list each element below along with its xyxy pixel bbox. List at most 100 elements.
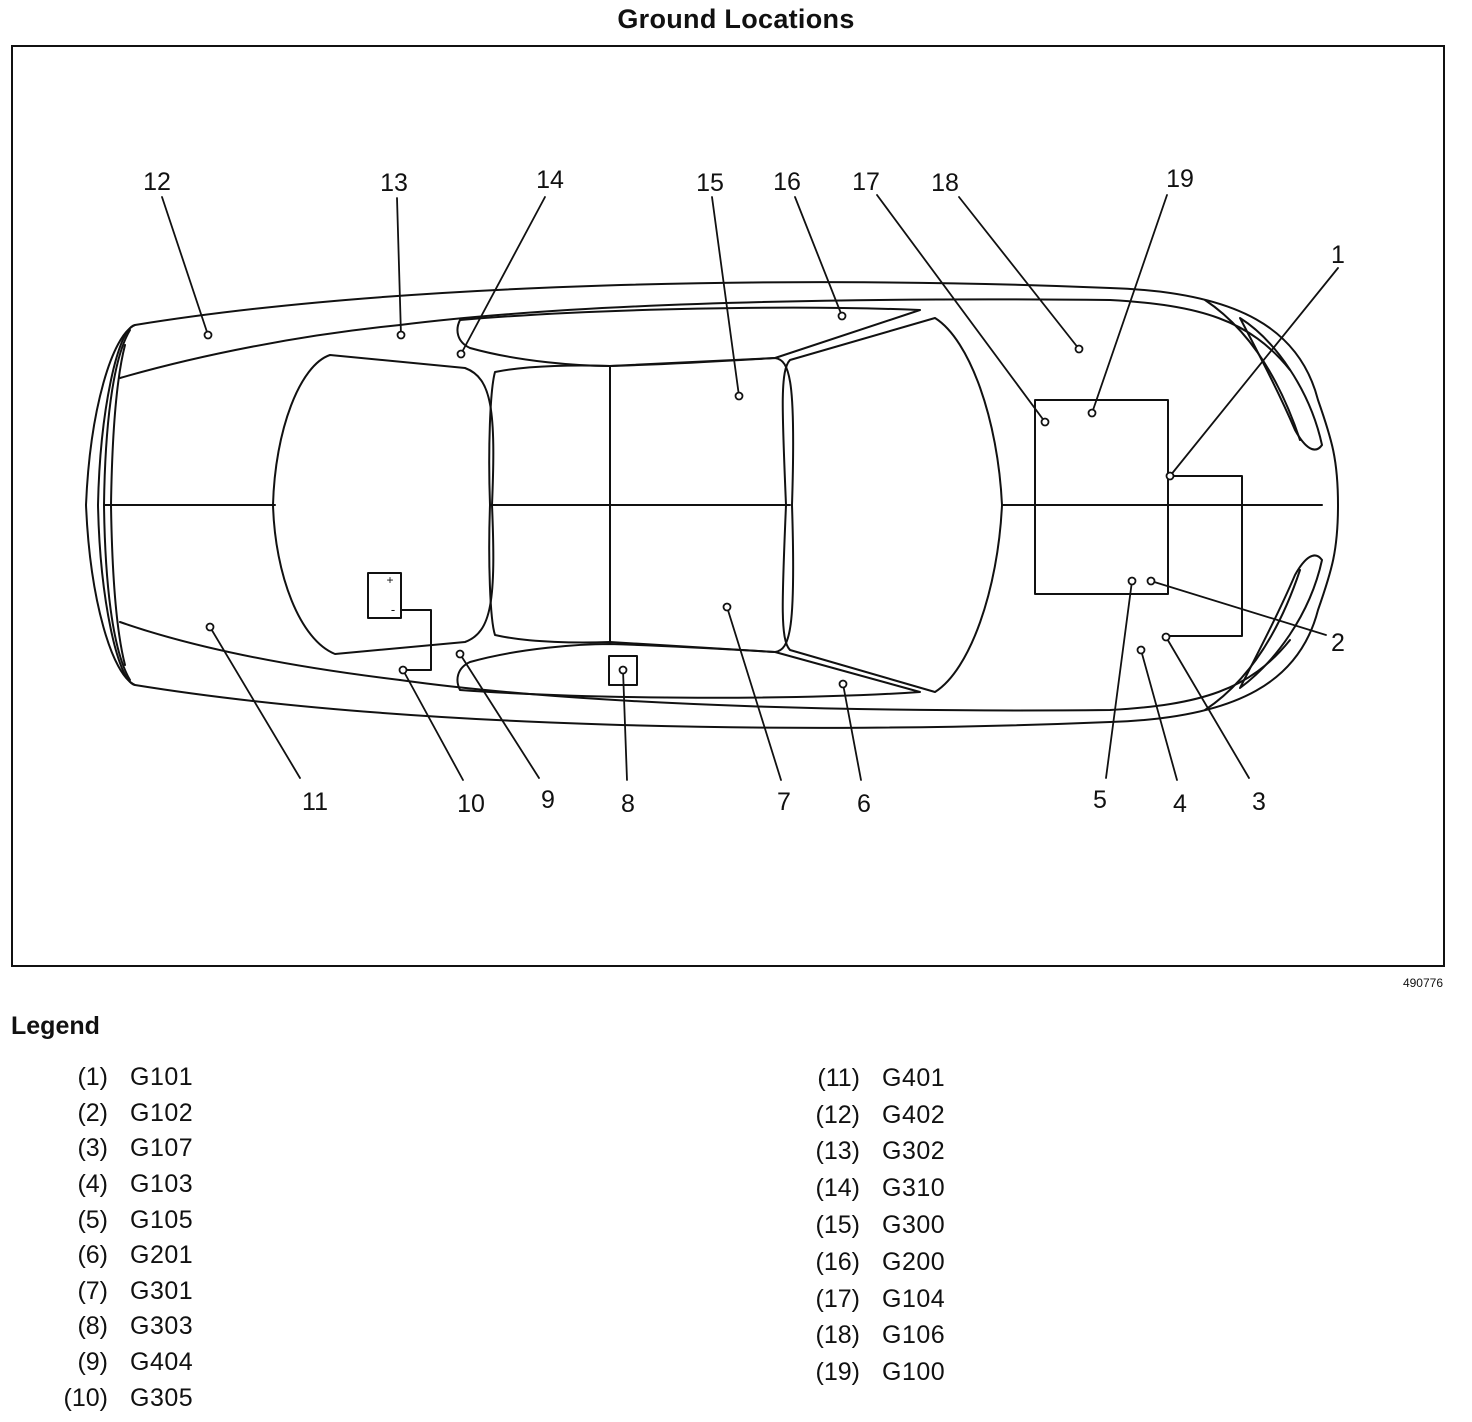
legend-number: (12)	[815, 1100, 860, 1129]
diagram-frame	[11, 45, 1445, 967]
front-fascia-top	[1204, 299, 1301, 441]
legend-item: (19)G100	[800, 1354, 945, 1391]
legend-ground-code: G305	[130, 1383, 194, 1412]
legend-item: (6) G201	[52, 1238, 193, 1274]
headlight-bottom	[1239, 554, 1323, 689]
callout-label-3: 3	[1252, 788, 1266, 816]
battery	[367, 572, 402, 619]
legend-number: (1)	[77, 1063, 108, 1092]
windshield	[781, 317, 1003, 693]
legend-ground-code: G100	[882, 1358, 946, 1387]
leader-3	[1165, 636, 1250, 779]
callout-label-5: 5	[1093, 786, 1107, 814]
callout-label-8: 8	[621, 790, 635, 818]
legend-item: (8)G303	[52, 1309, 193, 1345]
ground-point-9	[455, 649, 465, 659]
ground-point-18	[1074, 344, 1084, 354]
ground-point-15	[734, 391, 744, 401]
battery-plus-terminal: +	[386, 573, 393, 587]
leader-18	[958, 196, 1080, 350]
ground-point-11	[205, 622, 215, 632]
front-fascia-bottom	[1204, 569, 1301, 711]
rear-bumper	[97, 324, 136, 686]
side-shoulder-top	[399, 298, 1291, 371]
ground-point-4	[1136, 645, 1146, 655]
legend-item: (14) G310	[800, 1170, 945, 1207]
legend-ground-code: G101	[130, 1063, 194, 1092]
ground-point-17	[1040, 417, 1050, 427]
ground-point-8	[618, 665, 628, 675]
legend-number: (18)	[815, 1321, 860, 1350]
legend-ground-code: G104	[882, 1284, 946, 1313]
legend-number: (3)	[77, 1134, 108, 1163]
legend-number: (14)	[815, 1174, 860, 1203]
battery-ground-cable	[400, 609, 432, 671]
leader-1	[1169, 267, 1339, 477]
legend-item: (2)G102	[52, 1096, 193, 1132]
legend-item: (7)G301	[52, 1274, 193, 1310]
ground-point-16	[837, 311, 847, 321]
legend-number: (7)	[77, 1276, 108, 1305]
leader-11	[209, 626, 301, 779]
leader-7	[726, 606, 782, 781]
callout-label-12: 12	[143, 168, 171, 196]
side-window-bottom	[456, 643, 921, 699]
callout-label-13: 13	[380, 169, 408, 197]
legend-number: (13)	[815, 1137, 860, 1166]
callout-label-1: 1	[1331, 241, 1345, 269]
engine-harness-loop	[1164, 475, 1243, 637]
ground-point-12	[203, 330, 213, 340]
legend-ground-code: G300	[882, 1211, 946, 1240]
legend-number: (5)	[77, 1205, 108, 1234]
car-top-view-diagram: + -	[85, 165, 1345, 818]
leader-8	[622, 669, 628, 781]
leader-9	[459, 653, 540, 779]
callout-label-10: 10	[457, 790, 485, 818]
legend-number: (17)	[815, 1284, 860, 1313]
legend-ground-code: G107	[130, 1134, 194, 1163]
legend-ground-code: G106	[882, 1321, 946, 1350]
car-body-outline	[85, 281, 1339, 729]
leader-2	[1150, 580, 1327, 636]
battery-minus-terminal: -	[391, 602, 395, 617]
ground-point-19	[1087, 408, 1097, 418]
legend-number: (2)	[77, 1098, 108, 1127]
legend-item: (11)G401	[800, 1060, 945, 1097]
callout-label-17: 17	[852, 168, 880, 196]
leader-4	[1140, 649, 1178, 781]
leader-10	[402, 669, 464, 781]
rear-window	[272, 354, 495, 655]
leader-16	[794, 196, 843, 317]
leader-12	[161, 196, 209, 336]
headlight-top	[1239, 317, 1323, 451]
legend-ground-code: G103	[130, 1170, 194, 1199]
legend-ground-code: G201	[130, 1241, 194, 1270]
callout-label-11: 11	[302, 788, 328, 816]
legend-ground-code: G404	[130, 1348, 194, 1377]
side-window-top	[456, 306, 921, 367]
leader-6	[842, 683, 862, 781]
callout-label-19: 19	[1166, 165, 1194, 193]
legend-number: (10)	[63, 1383, 108, 1412]
legend-ground-code: G105	[130, 1205, 194, 1234]
legend-title: Legend	[11, 1012, 100, 1040]
callout-label-6: 6	[857, 790, 871, 818]
legend-ground-code: G302	[882, 1137, 946, 1166]
callout-leaders	[161, 194, 1339, 781]
leader-13	[396, 197, 402, 336]
legend-ground-code: G310	[882, 1174, 946, 1203]
legend-ground-code: G200	[882, 1247, 946, 1276]
callout-label-9: 9	[541, 786, 555, 814]
legend-item: (1) G101	[52, 1060, 193, 1096]
legend-number: (16)	[815, 1247, 860, 1276]
legend-number: (6)	[77, 1241, 108, 1270]
legend-item: (13) G302	[800, 1134, 945, 1171]
leader-5	[1105, 580, 1133, 779]
leader-14	[460, 196, 546, 355]
ground-points	[203, 311, 1175, 689]
leader-19	[1091, 194, 1168, 414]
legend-item: (10) G305	[52, 1380, 193, 1416]
ground-point-13	[396, 330, 406, 340]
callout-label-14: 14	[536, 166, 564, 194]
legend-number: (8)	[77, 1312, 108, 1341]
